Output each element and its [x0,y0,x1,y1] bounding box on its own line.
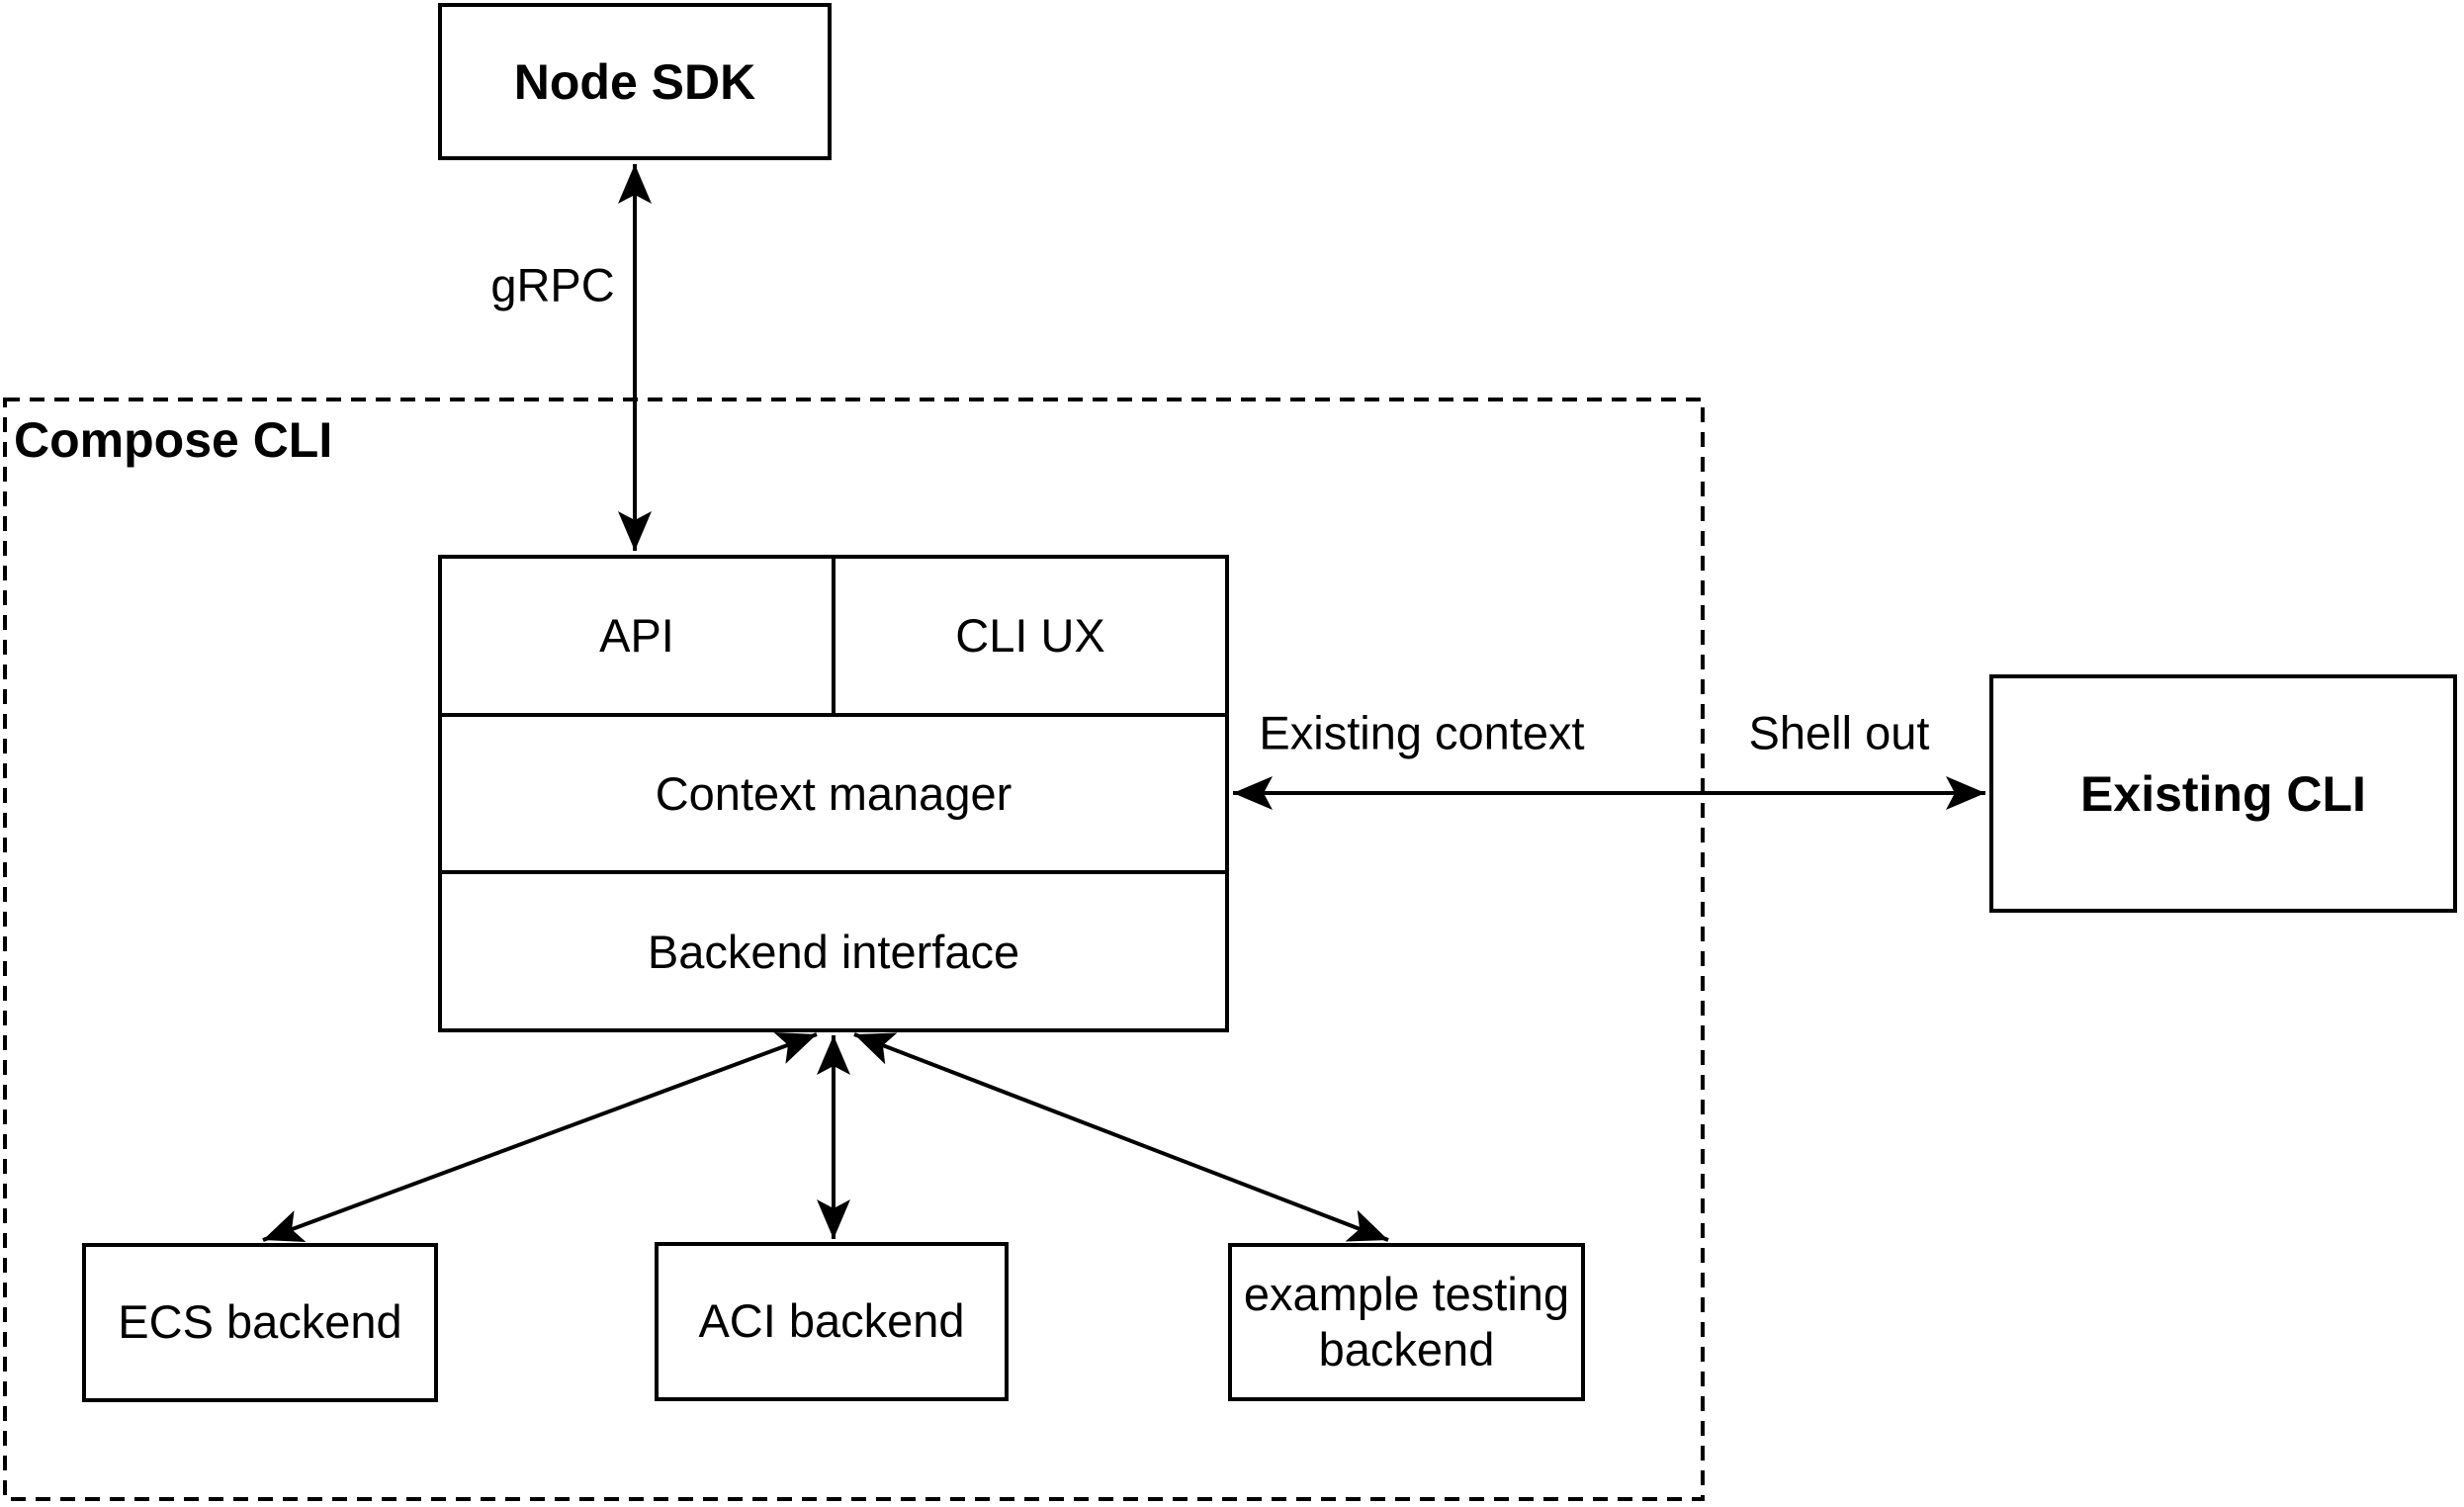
compose-cli-core-box: API CLI UX Context manager Backend inter… [438,555,1229,1032]
aci-backend-label: ACI backend [698,1294,965,1348]
example-testing-backend-box: example testing backend [1228,1243,1585,1401]
backend-interface-cell: Backend interface [442,874,1225,1028]
existing-cli-box: Existing CLI [1989,674,2457,913]
aci-backend-box: ACI backend [655,1242,1009,1401]
example-testing-backend-label: example testing backend [1243,1267,1570,1375]
node-sdk-box: Node SDK [438,3,832,160]
node-sdk-label: Node SDK [513,53,756,110]
top-row: API CLI UX [442,559,1225,713]
cli-ux-cell: CLI UX [832,559,1225,713]
grpc-edge-label: gRPC [490,258,615,311]
context-manager-cell: Context manager [442,717,1225,871]
context-manager-row: Context manager [442,712,1225,871]
ecs-backend-arrow [262,1031,818,1243]
existing-context-edge-label: Existing context [1259,706,1585,759]
backend-interface-label: Backend interface [647,925,1020,978]
existing-cli-label: Existing CLI [2080,765,2366,822]
ecs-backend-box: ECS backend [82,1243,438,1402]
compose-cli-container-label: Compose CLI [14,412,333,468]
shell-out-edge-label: Shell out [1748,706,1930,759]
api-label: API [599,609,674,663]
context-manager-label: Context manager [655,767,1012,820]
cli-ux-label: CLI UX [955,609,1105,663]
backend-interface-row: Backend interface [442,870,1225,1028]
example-backend-arrow [853,1032,1389,1242]
api-cell: API [442,559,832,713]
ecs-backend-label: ECS backend [118,1295,402,1349]
